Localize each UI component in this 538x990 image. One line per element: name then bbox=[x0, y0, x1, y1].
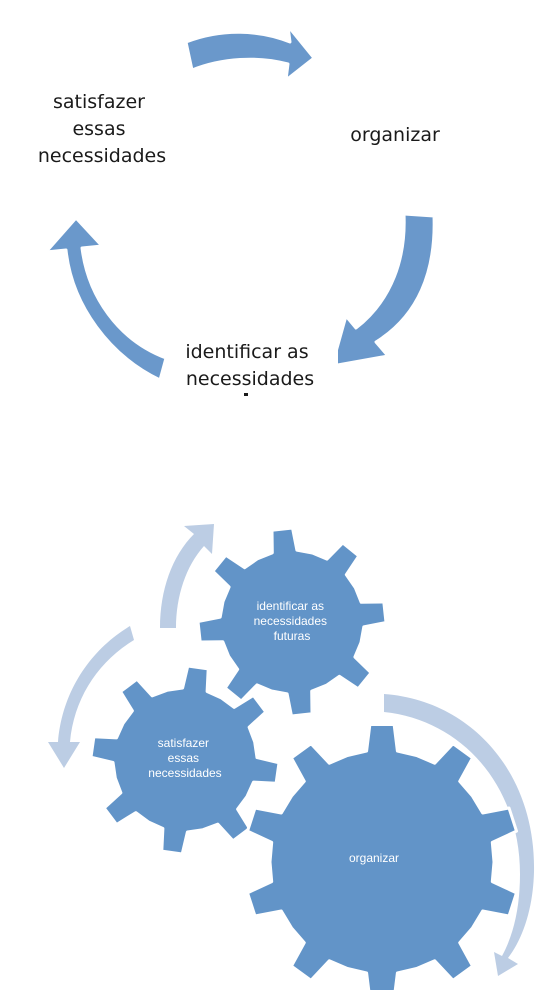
cycle-label-identify-line-2: necessidades bbox=[186, 368, 314, 390]
gear-label-organize: organizar bbox=[349, 851, 399, 865]
gear-diagram: identificar as necessidades futuras sati… bbox=[48, 524, 535, 990]
gear-layer bbox=[89, 526, 518, 990]
cycle-diagram: satisfazer essas necessidades organizar … bbox=[38, 24, 440, 412]
cycle-label-satisfy-line-3: necessidades bbox=[38, 145, 166, 167]
gear-label-organize-line-1: organizar bbox=[349, 851, 399, 865]
cycle-arrow-top bbox=[184, 24, 316, 82]
cycle-label-satisfy-line-2: essas bbox=[72, 118, 125, 140]
identify-label-clip bbox=[168, 394, 338, 412]
cycle-arrow-left bbox=[44, 216, 168, 382]
cycle-label-organize: organizar bbox=[350, 124, 440, 146]
identify-label-cutoff-mark bbox=[244, 393, 248, 396]
gear-arrow-top bbox=[160, 524, 214, 628]
gear-label-satisfy: satisfazer essas necessidades bbox=[148, 736, 221, 780]
identify-label-bg bbox=[168, 336, 338, 398]
gear-label-identify-line-2: necessidades bbox=[254, 614, 327, 628]
gear-label-satisfy-line-3: necessidades bbox=[148, 766, 221, 780]
cycle-label-organize-line-1: organizar bbox=[350, 124, 440, 146]
gear-label-satisfy-line-2: essas bbox=[168, 751, 199, 765]
gear-identify bbox=[196, 526, 388, 718]
gear-organize bbox=[246, 723, 518, 990]
cycle-label-identify-line-1: identificar as bbox=[185, 341, 308, 363]
gear-label-identify-line-3: futuras bbox=[274, 629, 311, 643]
gear-label-identify: identificar as necessidades futuras bbox=[254, 599, 331, 643]
gear-arrow-right bbox=[384, 694, 535, 976]
gear-label-identify-line-1: identificar as bbox=[257, 599, 324, 613]
gear-satisfy bbox=[89, 664, 281, 856]
cycle-label-identify: identificar as necessidades bbox=[185, 341, 314, 390]
cycle-label-satisfy-line-1: satisfazer bbox=[53, 91, 145, 113]
gear-label-satisfy-line-1: satisfazer bbox=[158, 736, 209, 750]
gear-arrow-left bbox=[48, 626, 134, 768]
cycle-label-satisfy: satisfazer essas necessidades bbox=[38, 91, 166, 167]
cycle-arrow-right bbox=[330, 212, 436, 368]
